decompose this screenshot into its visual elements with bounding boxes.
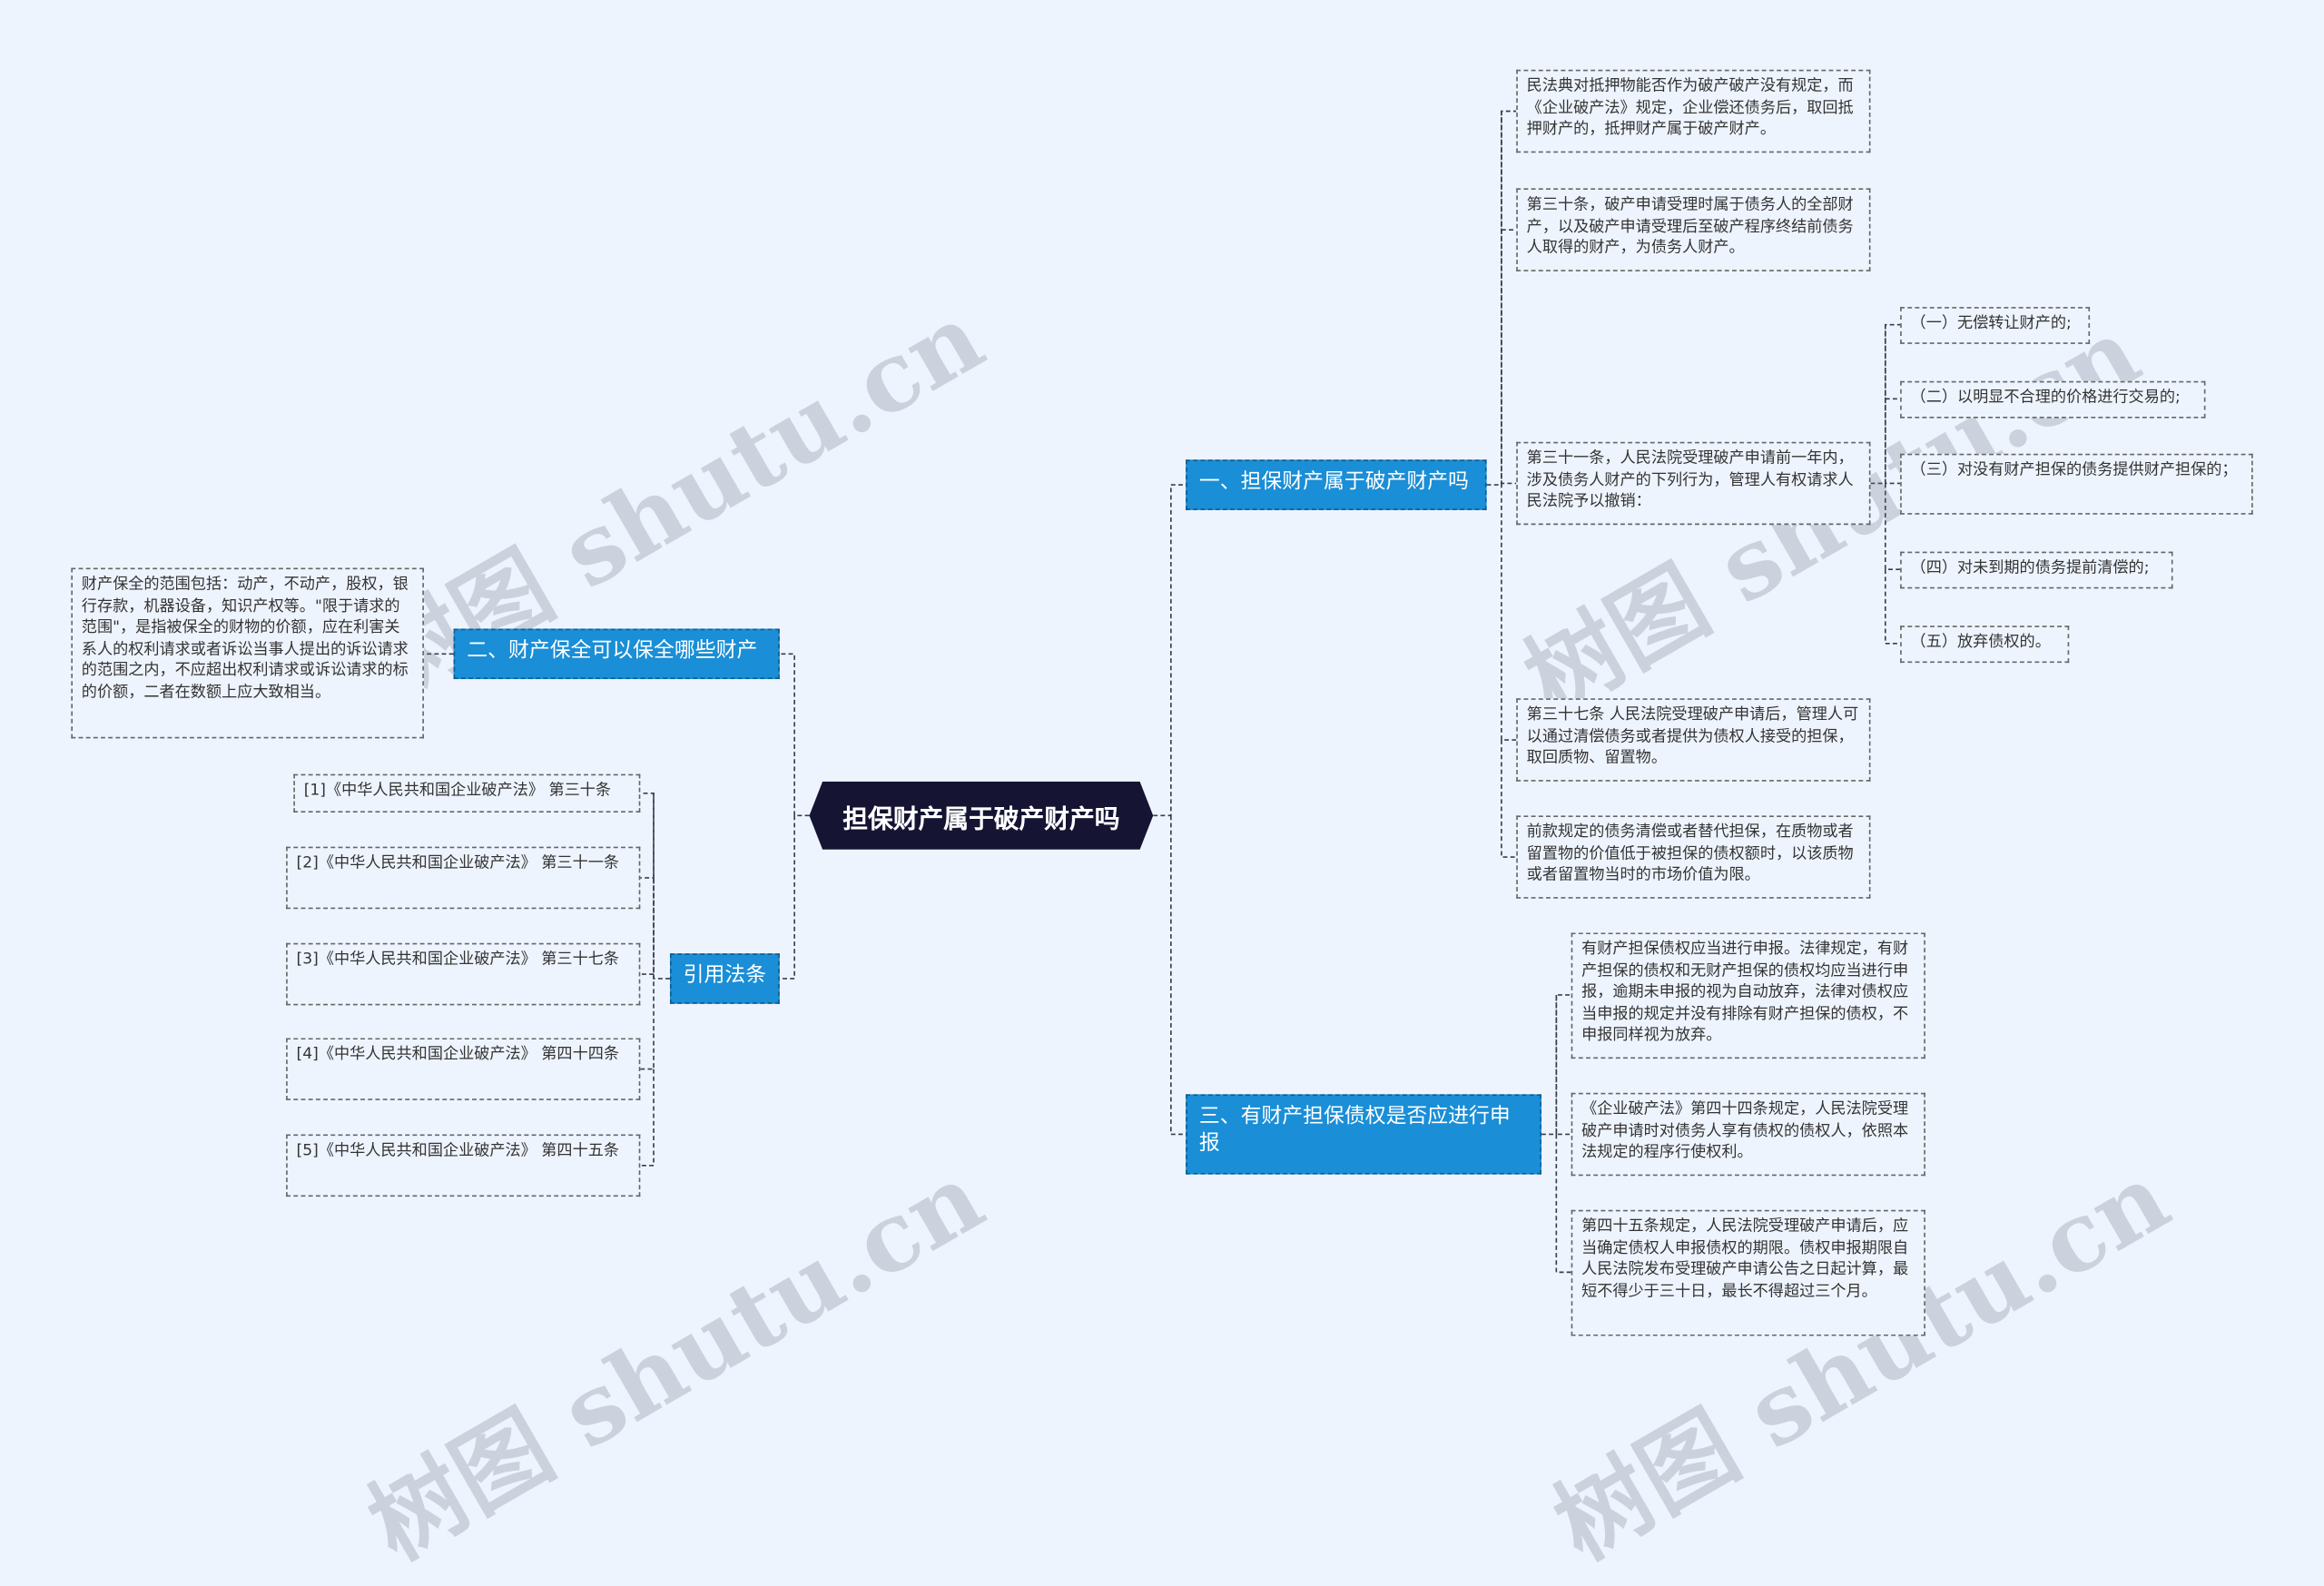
list-item[interactable]: （四）对未到期的债务提前清偿的; (1900, 551, 2173, 589)
list-item[interactable]: （五）放弃债权的。 (1900, 626, 2070, 664)
leaf-civil-code-mortgage[interactable]: 民法典对抵押物能否作为破产破产没有规定，而《企业破产法》规定，企业偿还债务后，取… (1516, 69, 1871, 153)
branch-property-preservation-scope[interactable]: 二、财产保全可以保全哪些财产 (453, 628, 780, 680)
list-item[interactable]: （二）以明显不合理的价格进行交易的; (1900, 380, 2206, 419)
list-item[interactable]: （一）无偿转让财产的; (1900, 307, 2091, 344)
connector-lines (423, 110, 1901, 1274)
citation-item[interactable]: [2]《中华人民共和国企业破产法》 第三十一条 (286, 846, 641, 910)
branch-secured-property-question[interactable]: 一、担保财产属于破产财产吗 (1186, 459, 1487, 510)
leaf-article-37[interactable]: 第三十七条 人民法院受理破产申请后，管理人可以通过清偿债务或者提供为债权人接受的… (1516, 698, 1871, 782)
branch-cited-laws[interactable]: 引用法条 (669, 953, 780, 1004)
citation-item[interactable]: [4]《中华人民共和国企业破产法》 第四十四条 (286, 1038, 641, 1100)
citation-item[interactable]: [3]《中华人民共和国企业破产法》 第三十七条 (286, 942, 641, 1006)
citation-item[interactable]: [5]《中华人民共和国企业破产法》 第四十五条 (286, 1134, 641, 1197)
leaf-claims-must-declare[interactable]: 有财产担保债权应当进行申报。法律规定，有财产担保的债权和无财产担保的债权均应当进… (1571, 932, 1925, 1059)
branch-secured-claim-declaration[interactable]: 三、有财产担保债权是否应进行申报 (1186, 1094, 1542, 1175)
leaf-article-31[interactable]: 第三十一条，人民法院受理破产申请前一年内，涉及债务人财产的下列行为，管理人有权请… (1516, 441, 1871, 526)
list-item[interactable]: （三）对没有财产担保的债务提供财产担保的； (1900, 453, 2253, 515)
leaf-article-30[interactable]: 第三十条，破产申请受理时属于债务人的全部财产，以及破产申请受理后至破产程序终结前… (1516, 188, 1871, 271)
mindmap-canvas: 树图 shutu.cn 树图 shutu.cn 树图 shutu.cn 树图 s… (71, 69, 2253, 1582)
citation-item[interactable]: [1]《中华人民共和国企业破产法》 第三十条 (293, 773, 641, 813)
leaf-preservation-scope[interactable]: 财产保全的范围包括：动产，不动产，股权，银行存款，机器设备，知识产权等。"限于请… (71, 567, 424, 739)
leaf-article-44[interactable]: 《企业破产法》第四十四条规定，人民法院受理破产申请时对债务人享有债权的债权人，依… (1571, 1092, 1925, 1177)
root-topic[interactable]: 担保财产属于破产财产吗 (809, 782, 1153, 850)
leaf-replacement-guarantee[interactable]: 前款规定的债务清偿或者替代担保，在质物或者留置物的价值低于被担保的债权额时，以该… (1516, 815, 1871, 899)
leaf-article-45[interactable]: 第四十五条规定，人民法院受理破产申请后，应当确定债权人申报债权的期限。债权申报期… (1571, 1209, 1925, 1336)
